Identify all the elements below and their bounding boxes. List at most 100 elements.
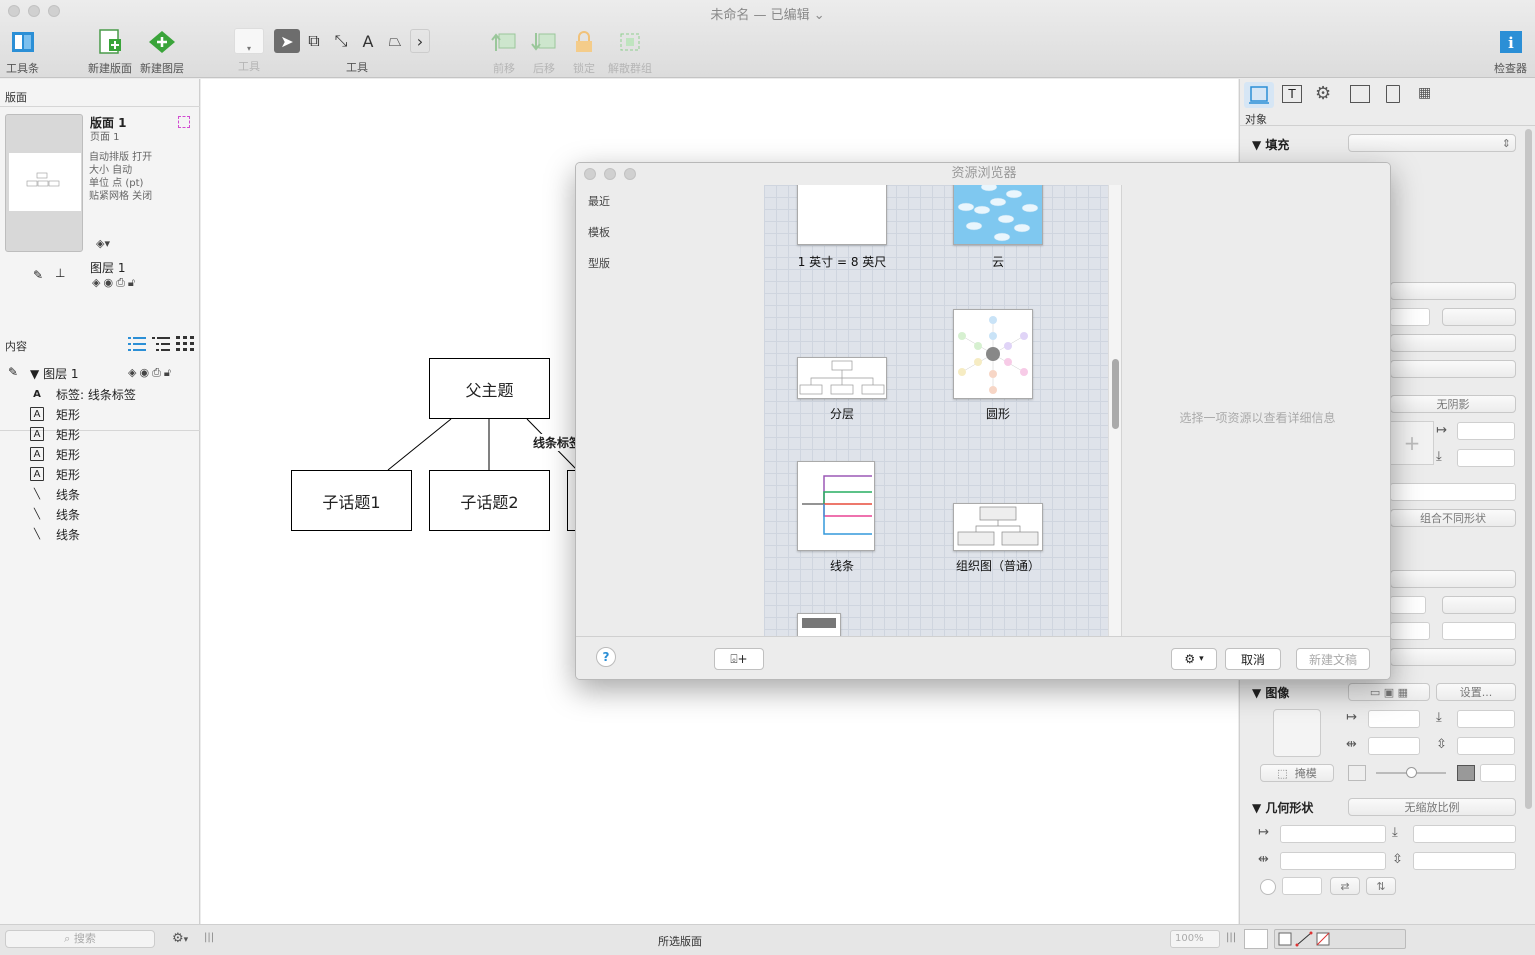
outline-item-line[interactable]: ╲线条	[30, 485, 80, 503]
fill-type-popup[interactable]: ⇕	[1348, 134, 1516, 152]
object-inspector-tab[interactable]	[1244, 82, 1274, 108]
geometry-y-field[interactable]	[1413, 825, 1516, 843]
template-thumbnail[interactable]	[797, 185, 887, 245]
bring-forward-button[interactable]: 前移	[489, 28, 519, 76]
combine-popup[interactable]: 组合不同形状	[1390, 509, 1516, 527]
action-menu-button[interactable]: ⚙▾	[172, 931, 188, 946]
template-thumbnail[interactable]	[953, 503, 1043, 551]
send-backward-button[interactable]: 后移	[529, 28, 559, 76]
shadow-y-field[interactable]	[1457, 449, 1515, 467]
print-layer-icon[interactable]: ⊥	[55, 266, 66, 280]
image-setting-popup[interactable]: 设置...	[1436, 683, 1516, 701]
layer-name[interactable]: 图层 1	[90, 261, 126, 275]
inspector-scrollbar[interactable]	[1525, 129, 1532, 809]
image-h-field[interactable]	[1457, 737, 1515, 755]
lock-icon[interactable]: 🔓︎	[163, 366, 175, 379]
stencil-grid-icon[interactable]: ▦	[1418, 85, 1432, 101]
settings-menu-button[interactable]: ⚙▾	[1171, 648, 1217, 670]
lock-icon[interactable]: 🔓︎	[127, 276, 139, 289]
geometry-x-field[interactable]	[1280, 825, 1386, 843]
list-view-icon[interactable]	[128, 336, 146, 352]
popup[interactable]	[1390, 360, 1516, 378]
printer-icon[interactable]: ⎙	[152, 366, 164, 379]
selection-tool[interactable]: ➤	[274, 29, 300, 53]
image-section-header[interactable]: ▼ 图像	[1252, 684, 1289, 701]
outline-item-line[interactable]: ╲线条	[30, 505, 80, 523]
canvas-inspector-tab[interactable]	[1350, 85, 1370, 103]
shadow-x-field[interactable]	[1457, 422, 1515, 440]
rotation-field[interactable]	[1282, 877, 1322, 895]
number-field[interactable]	[1390, 308, 1430, 326]
template-thumbnail[interactable]	[797, 613, 841, 637]
sidebar-item-stencils[interactable]: 型版	[588, 257, 610, 270]
inspector-button[interactable]: i 检查器	[1494, 28, 1527, 76]
scrollbar-thumb[interactable]	[1112, 359, 1119, 429]
template-thumbnail[interactable]	[953, 185, 1043, 245]
grid-scrollbar[interactable]	[1108, 185, 1121, 637]
mask-button[interactable]: ⬚ 掩模	[1260, 764, 1334, 782]
geometry-section-header[interactable]: ▼ 几何形状	[1252, 799, 1313, 816]
text-field[interactable]	[1390, 483, 1516, 501]
layers-menu-button[interactable]: ◈▾	[96, 237, 110, 250]
gear-icon[interactable]: ⚙	[1315, 83, 1332, 104]
text-inspector-tab[interactable]: T	[1282, 85, 1302, 103]
minimize-window-button[interactable]	[28, 5, 40, 17]
opacity-slider-thumb[interactable]	[1406, 767, 1417, 778]
text-tool[interactable]: A	[355, 29, 381, 53]
canvas-thumbnail[interactable]	[5, 114, 83, 252]
close-dialog-button[interactable]	[584, 168, 596, 180]
child-topic-node[interactable]: 子话题1	[291, 470, 412, 531]
style-bar[interactable]	[1274, 929, 1406, 949]
rotation-dial[interactable]	[1260, 879, 1276, 895]
pencil-icon[interactable]: ✎	[8, 365, 19, 379]
new-canvas-button[interactable]: 新建版面	[88, 28, 132, 76]
zoom-field[interactable]: 100%	[1170, 930, 1220, 948]
splitter-handle[interactable]: |||	[204, 932, 215, 943]
grid-view-icon[interactable]	[176, 336, 194, 352]
geometry-w-field[interactable]	[1280, 852, 1386, 870]
style-swatch-fill[interactable]	[1244, 929, 1268, 949]
eye-icon[interactable]: ◉	[103, 276, 117, 289]
image-well[interactable]	[1273, 709, 1321, 757]
image-y-field[interactable]	[1457, 710, 1515, 728]
more-tools-button[interactable]: ›	[410, 29, 430, 53]
cancel-button[interactable]: 取消	[1225, 648, 1281, 670]
canvas-name[interactable]: 版面 1	[90, 116, 127, 130]
number-field[interactable]	[1442, 622, 1516, 640]
eye-icon[interactable]: ◉	[139, 366, 153, 379]
image-x-field[interactable]	[1368, 710, 1420, 728]
splitter-handle[interactable]: |||	[1226, 932, 1237, 943]
line-tool[interactable]: ⤡	[328, 29, 354, 53]
template-thumbnail[interactable]	[953, 309, 1033, 399]
help-button[interactable]: ?	[596, 647, 616, 667]
pencil-icon[interactable]: ✎	[33, 268, 44, 282]
line-label[interactable]: 线条标签	[533, 434, 582, 451]
opacity-field[interactable]	[1480, 764, 1516, 782]
image-layout-segmented[interactable]: ▭ ▣ ▦	[1348, 683, 1430, 701]
template-thumbnail[interactable]	[797, 357, 887, 399]
parent-topic-node[interactable]: 父主题	[429, 358, 550, 419]
ungroup-button[interactable]: 解散群组	[608, 28, 652, 76]
close-window-button[interactable]	[8, 5, 20, 17]
popup[interactable]	[1442, 308, 1516, 326]
child-topic-node[interactable]: 子话题2	[429, 470, 550, 531]
fill-section-header[interactable]: ▼ 填充	[1252, 136, 1289, 153]
document-inspector-tab[interactable]	[1386, 85, 1400, 103]
style-well[interactable]: ▾ 工具	[234, 28, 264, 74]
shadow-offset-well[interactable]: +	[1390, 421, 1434, 465]
search-field[interactable]: ⌕ 搜索	[5, 930, 155, 948]
flip-horizontal-button[interactable]: ⇄	[1330, 877, 1360, 895]
disclosure-triangle-icon[interactable]: ▼	[30, 367, 40, 381]
zoom-dialog-button[interactable]	[624, 168, 636, 180]
number-field[interactable]	[1390, 622, 1430, 640]
new-layer-button[interactable]: 新建图层	[140, 28, 184, 76]
outline-layer-row[interactable]: ▼ 图层 1	[30, 365, 79, 382]
popup[interactable]	[1390, 334, 1516, 352]
flip-vertical-button[interactable]: ⇅	[1366, 877, 1396, 895]
new-document-button[interactable]: 新建文稿	[1296, 648, 1370, 670]
add-folder-button[interactable]: ⌻+	[714, 648, 764, 670]
layers-icon[interactable]: ◈	[92, 276, 104, 289]
